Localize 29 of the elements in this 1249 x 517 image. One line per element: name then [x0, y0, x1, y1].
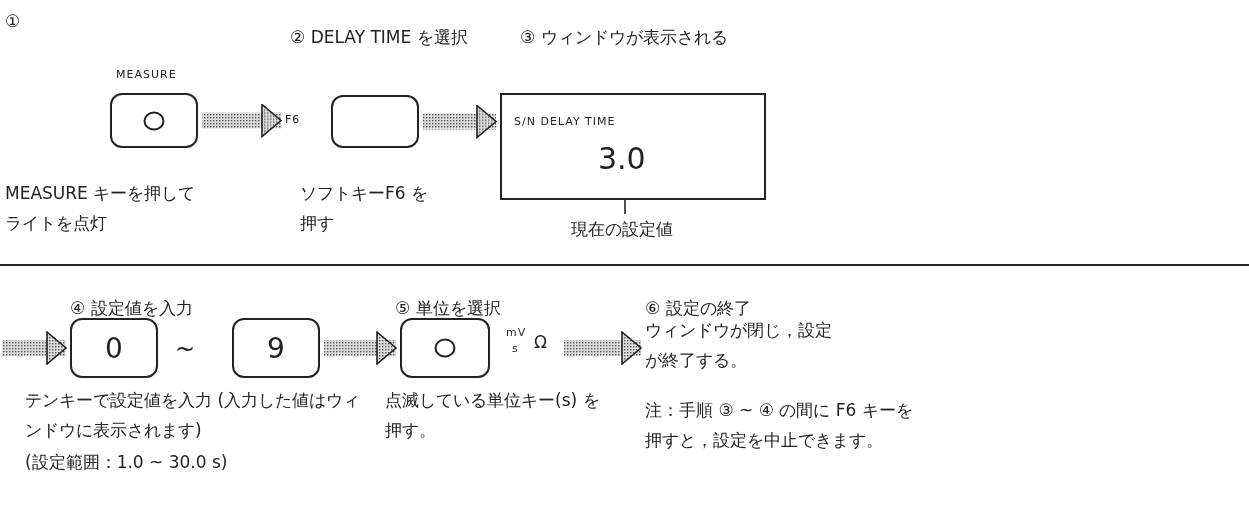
- key-label: MEASURE: [116, 68, 177, 81]
- unit-indicator: s: [512, 342, 520, 356]
- leader-line: [624, 199, 626, 215]
- unit-indicator: Ω: [534, 332, 548, 353]
- step-caption: 点滅している単位キー(s) を押す。: [385, 389, 601, 442]
- step-text: 現在の設定値: [571, 214, 679, 244]
- step-caption: MEASURE キーを押してライトを点灯: [5, 182, 197, 235]
- key-label: F6: [285, 113, 301, 126]
- value-readout: 3.0: [598, 141, 646, 176]
- step-caption: (設定範囲：1.0 ~ 30.0 s): [25, 451, 229, 474]
- note-text: 注：手順 ③ ~ ④ の間に F6 キーを押すと，設定を中止できます。: [645, 399, 914, 452]
- block-arrow: [564, 331, 642, 365]
- step-caption: ソフトキーF6 を押す: [300, 182, 429, 235]
- range-tilde: ~: [175, 334, 197, 364]
- block-arrow: [423, 104, 497, 139]
- step-caption: テンキーで設定値を入力 (入力した値はウィンドウに表示されます): [25, 389, 362, 442]
- unit-indicator: mV: [506, 326, 528, 340]
- display-window: [500, 93, 766, 200]
- step-heading: ①: [5, 10, 22, 33]
- window-title: S/N DELAY TIME: [514, 115, 616, 128]
- step-heading: ④ 設定値を入力: [70, 297, 194, 320]
- block-arrow: [2, 331, 67, 365]
- numeric-key: 9: [232, 318, 320, 378]
- numeric-key: 0: [70, 318, 158, 378]
- block-arrow: [202, 103, 282, 138]
- step-heading: ② DELAY TIME を選択: [290, 26, 469, 49]
- block-arrow: [324, 331, 397, 365]
- step-heading: ⑤ 単位を選択: [395, 297, 502, 320]
- step-heading: ③ ウィンドウが表示される: [520, 26, 729, 49]
